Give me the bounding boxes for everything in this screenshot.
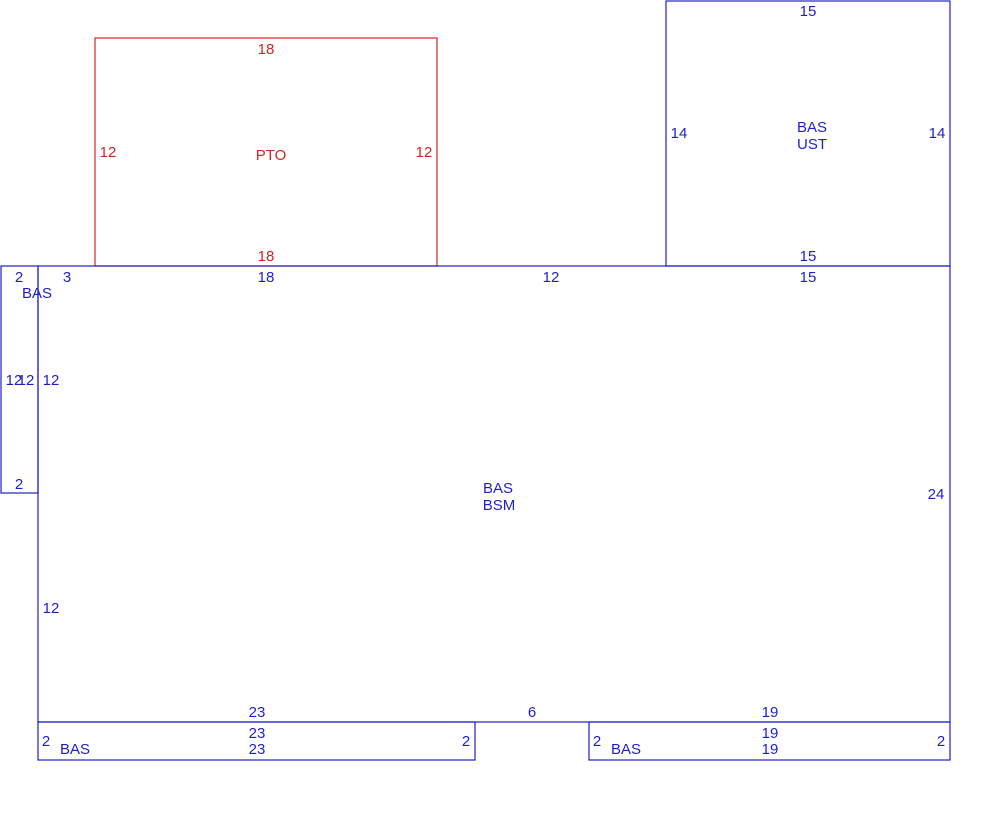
left-bay-top-dimension: 2	[15, 269, 23, 286]
bottom-left-strip-left-dimension: 2	[42, 733, 50, 750]
left-bay-right-dimension: 12	[18, 372, 35, 389]
pto-label: PTO	[256, 147, 287, 164]
bottom-right-strip-bottom-dimension: 19	[762, 741, 779, 758]
bottom-right-strip-top-dimension: 19	[762, 725, 779, 742]
bottom-left-strip-area: 23 23 2 2 BAS	[37, 721, 476, 761]
pto-bottom-dimension: 18	[258, 248, 275, 265]
main-floor-top-right-dimension: 15	[800, 269, 817, 286]
main-floor-bottom-left-dimension: 23	[249, 704, 266, 721]
left-bay-bottom-dimension: 2	[15, 476, 23, 493]
pto-area: 18 18 12 12 PTO	[94, 37, 438, 267]
bottom-right-strip-left-dimension: 2	[593, 733, 601, 750]
upper-story-right-dimension: 14	[929, 125, 946, 142]
left-bay-left-dimension: 12	[6, 372, 23, 389]
bottom-right-strip-right-dimension: 2	[937, 733, 945, 750]
main-floor-left-lower-dimension: 12	[43, 600, 60, 617]
bottom-right-strip-area: 19 19 2 2 BAS	[588, 721, 951, 761]
bottom-right-strip-outline	[588, 721, 951, 761]
left-bay-outline	[0, 265, 39, 494]
main-floor-outline	[37, 265, 951, 723]
bottom-left-strip-right-dimension: 2	[462, 733, 470, 750]
left-bay-label: BAS	[22, 285, 52, 302]
main-floor-label-line-1: BAS	[483, 480, 513, 497]
main-floor-label-line-2: BSM	[483, 497, 516, 514]
pto-right-dimension: 12	[416, 144, 433, 161]
upper-story-top-dimension: 15	[800, 3, 817, 20]
main-floor-top-under-porch-dimension: 18	[258, 269, 275, 286]
bottom-right-strip-label: BAS	[611, 741, 641, 758]
main-floor-top-middle-dimension: 12	[543, 269, 560, 286]
upper-story-bottom-dimension: 15	[800, 248, 817, 265]
main-floor-bottom-right-dimension: 19	[762, 704, 779, 721]
main-floor-bottom-middle-dimension: 6	[528, 704, 536, 721]
left-bay-area: 2 2 12 12 BAS	[0, 265, 52, 494]
main-floor-top-notch-dimension: 3	[63, 269, 71, 286]
bottom-left-strip-label: BAS	[60, 741, 90, 758]
upper-story-left-dimension: 14	[671, 125, 688, 142]
main-floor-area: 3 18 12 15 24 12 12 23 6 19 BAS BSM	[37, 265, 951, 723]
pto-left-dimension: 12	[100, 144, 117, 161]
upper-story-label-line-1: BAS	[797, 119, 827, 136]
main-floor-left-upper-dimension: 12	[43, 372, 60, 389]
upper-story-label-line-2: UST	[797, 136, 827, 153]
bottom-left-strip-top-dimension: 23	[249, 725, 266, 742]
upper-story-area: 15 15 14 14 BAS UST	[665, 0, 951, 267]
pto-top-dimension: 18	[258, 41, 275, 58]
bottom-left-strip-bottom-dimension: 23	[249, 741, 266, 758]
bottom-left-strip-outline	[37, 721, 476, 761]
main-floor-right-dimension: 24	[928, 486, 945, 503]
